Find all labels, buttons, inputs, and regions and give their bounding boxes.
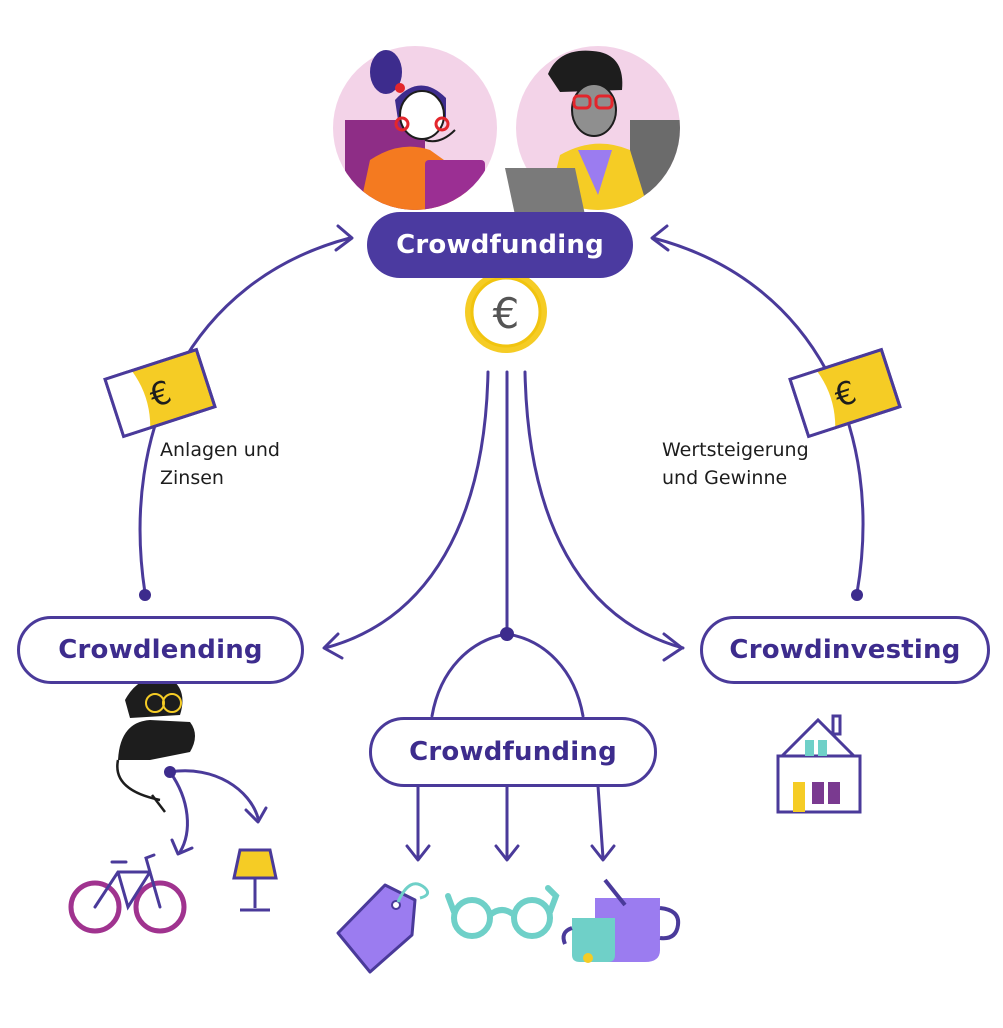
banknote-right-icon: €: [788, 347, 902, 439]
banknote-left-icon: €: [103, 347, 217, 439]
arrow-cups: [596, 784, 605, 860]
right-caption-line1: Wertsteigerung: [662, 439, 809, 461]
fork-left: [430, 632, 509, 718]
crowdinvesting-label: Crowdinvesting: [729, 635, 961, 665]
euro-coin-icon: €: [465, 271, 547, 353]
left-caption-line2: Zinsen: [160, 467, 224, 489]
woman-arrow-bike: [168, 770, 189, 854]
branch-to-crowdlending: [323, 370, 490, 650]
woman-arrow-lamp: [168, 769, 260, 820]
arrowhead-crowdinvesting: [662, 632, 684, 662]
top-crowdfunding-node: Crowdfunding: [367, 212, 633, 278]
left-caption: Anlagen und Zinsen: [160, 436, 280, 492]
arrowhead-top-left: [334, 224, 354, 252]
cups-icon: [561, 878, 681, 963]
center-crowdfunding-label: Crowdfunding: [409, 737, 617, 767]
crowdinvesting-node: Crowdinvesting: [700, 616, 990, 684]
lamp-icon: [232, 848, 278, 912]
woman-pointing-icon: [116, 663, 195, 813]
crowdlending-node: Crowdlending: [17, 616, 304, 684]
crowdlending-label: Crowdlending: [58, 635, 263, 665]
arrowhead-top-right: [650, 224, 670, 252]
left-caption-line1: Anlagen und: [160, 439, 280, 461]
center-crowdfunding-node: Crowdfunding: [369, 717, 657, 787]
arrowhead-crowdlending: [322, 632, 344, 660]
right-caption-line2: und Gewinne: [662, 467, 788, 489]
man-avatar-icon: [505, 46, 680, 215]
right-caption: Wertsteigerung und Gewinne: [662, 436, 809, 492]
bicycle-icon: [68, 853, 187, 934]
price-tag-icon: [336, 882, 430, 974]
svg-text:€: €: [493, 289, 520, 338]
woman-avatar-icon: [333, 46, 497, 210]
top-crowdfunding-label: Crowdfunding: [396, 230, 604, 260]
branch-to-crowdinvesting: [523, 370, 685, 650]
fork-right: [505, 632, 585, 718]
house-icon: [776, 714, 862, 814]
glasses-icon: [445, 885, 560, 939]
